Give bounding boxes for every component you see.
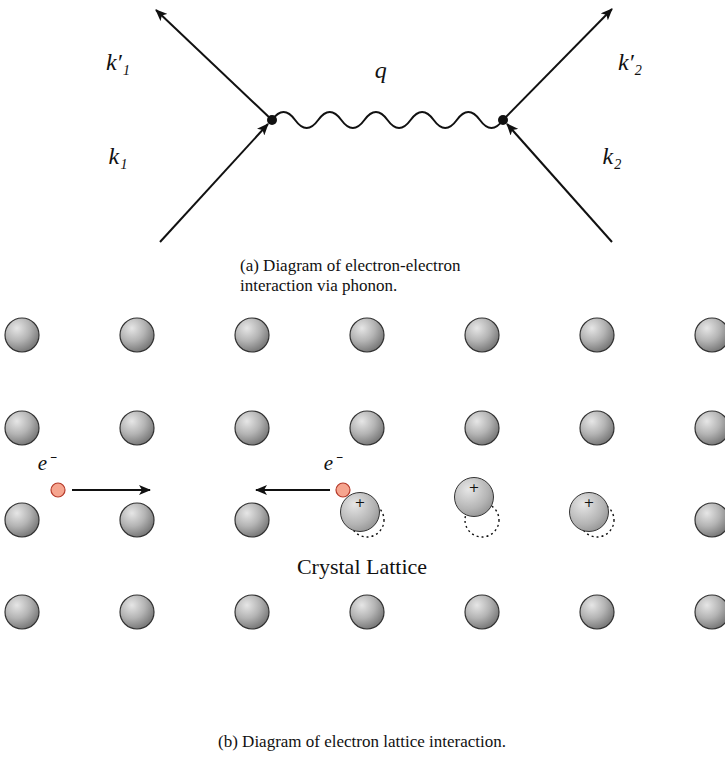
ion: +	[569, 492, 609, 532]
subfigure-caption: (a) Diagram of electron-electron interac…	[240, 256, 520, 297]
outgoing-electron-line	[156, 10, 272, 120]
momentum-label: k₂	[603, 142, 622, 171]
momentum-label: k₁	[109, 142, 128, 171]
feynman-lines	[156, 9, 612, 242]
electron-label: e⁻	[324, 451, 340, 476]
phonon-wave	[272, 112, 503, 128]
atom	[350, 411, 384, 445]
charge-sign: +	[355, 493, 366, 509]
atom	[465, 595, 499, 629]
atom	[235, 503, 269, 537]
atom	[350, 318, 384, 352]
electron	[51, 483, 65, 497]
atom	[695, 318, 725, 352]
atom	[5, 411, 39, 445]
atom	[5, 503, 39, 537]
atom	[235, 595, 269, 629]
atom	[5, 318, 39, 352]
atom	[580, 318, 614, 352]
atom	[235, 411, 269, 445]
atom	[120, 411, 154, 445]
subfigure-caption: (b) Diagram of electron lattice interact…	[218, 732, 506, 752]
vertex-dot	[267, 115, 277, 125]
momentum-label: k′₁	[106, 48, 130, 77]
incoming-electron-line	[507, 124, 612, 242]
atom	[350, 595, 384, 629]
atom	[580, 595, 614, 629]
atom	[465, 318, 499, 352]
atom	[695, 595, 725, 629]
atom	[120, 595, 154, 629]
motion-arrow	[72, 489, 150, 491]
charge-sign: +	[584, 493, 595, 509]
lattice-atoms	[5, 318, 725, 629]
atom	[695, 411, 725, 445]
incoming-electron-line	[160, 124, 268, 242]
ion: +	[340, 492, 380, 532]
motion-arrow	[256, 489, 330, 491]
outgoing-electron-line	[503, 9, 612, 120]
atom	[5, 595, 39, 629]
electron-label: e⁻	[38, 451, 54, 476]
atom	[465, 411, 499, 445]
electrons	[51, 483, 350, 497]
atom	[235, 318, 269, 352]
lattice-title: Crystal Lattice	[297, 554, 427, 580]
phonon-label: q⃗	[375, 56, 406, 85]
atom	[695, 503, 725, 537]
atom	[120, 503, 154, 537]
ion: +	[454, 477, 494, 517]
charge-sign: +	[469, 478, 480, 494]
atom	[580, 411, 614, 445]
momentum-label: k′₂	[618, 48, 642, 77]
vertex-dot	[498, 115, 508, 125]
atom	[120, 318, 154, 352]
